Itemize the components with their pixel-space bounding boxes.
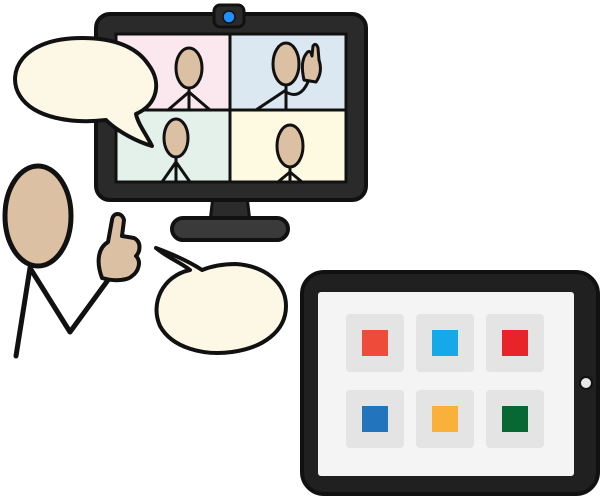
app-grid [346, 314, 544, 448]
app-icon-2 [432, 330, 458, 356]
participant-2-waving-icon [254, 41, 322, 112]
person-head [2, 163, 74, 269]
webcam-icon [222, 10, 236, 24]
person-arm [27, 265, 111, 335]
app-icon-4 [362, 406, 388, 432]
thumbs-up-hand-icon [96, 212, 142, 283]
participant-3-icon [160, 117, 192, 184]
speech-bubble-icon [13, 36, 158, 148]
monitor-base [170, 216, 290, 242]
speech-bubble-bottom [154, 246, 288, 355]
app-icon-1 [362, 330, 388, 356]
home-button-icon [579, 376, 593, 390]
thumbs-up-person-icon [2, 163, 142, 359]
tablet-icon [300, 270, 600, 496]
person-leg [13, 265, 33, 359]
app-icon-3 [502, 330, 528, 356]
participant-4-icon [275, 123, 305, 184]
participant-1-icon [166, 46, 212, 112]
speech-bubble-top [13, 36, 158, 148]
app-icon-6 [502, 406, 528, 432]
speech-bubble-icon-2 [154, 246, 288, 355]
app-icon-5 [432, 406, 458, 432]
